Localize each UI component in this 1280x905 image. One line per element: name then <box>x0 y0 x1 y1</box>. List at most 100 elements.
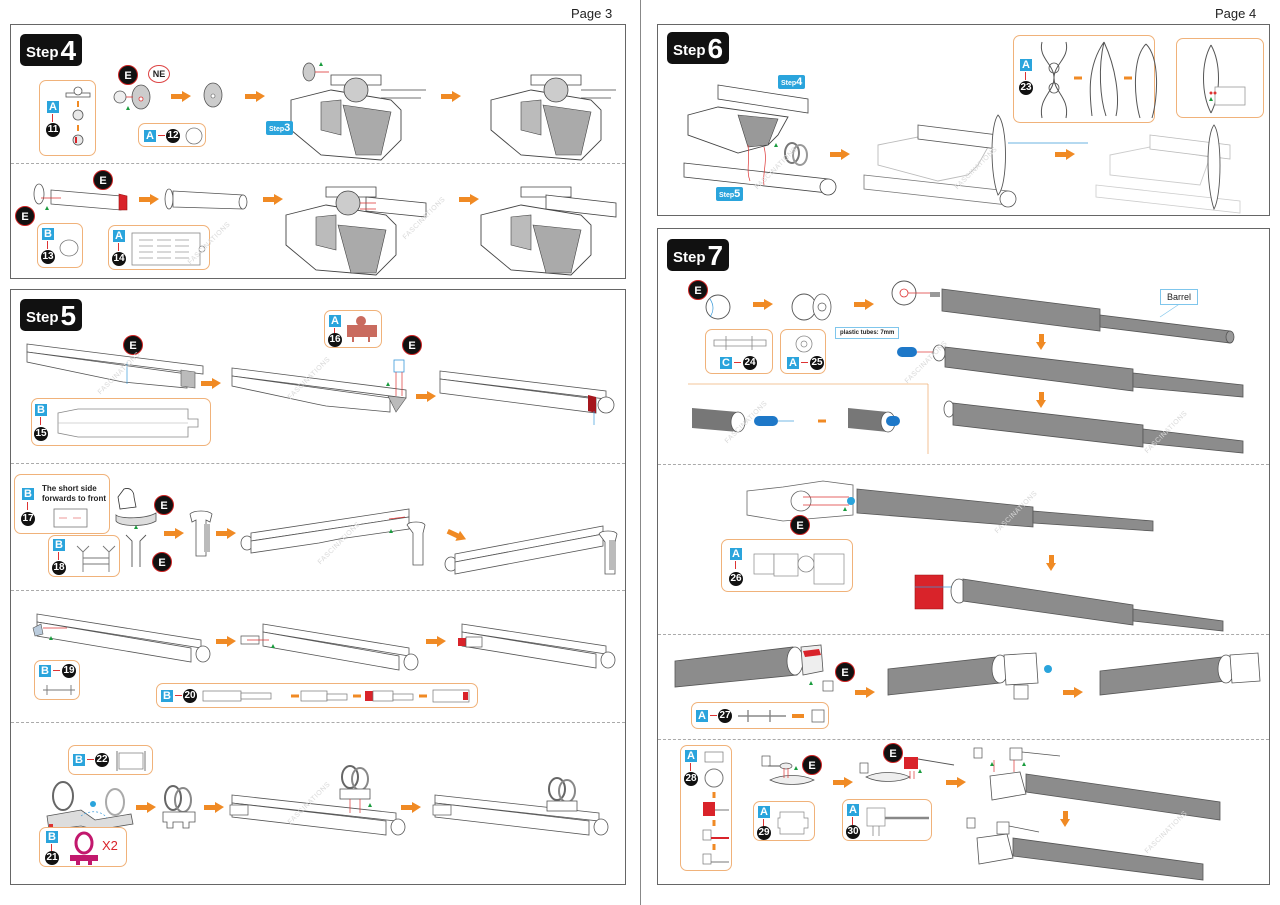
part-callout: A 26 <box>721 539 853 592</box>
connector <box>53 670 60 671</box>
part-number: 26 <box>729 572 743 586</box>
part-24-illustration <box>713 336 767 350</box>
part-23-sequence-illustration <box>1040 41 1158 119</box>
step-word: Step <box>26 44 59 61</box>
part-number: 16 <box>328 333 342 347</box>
sheet-badge: A <box>787 357 799 369</box>
step-word: Step <box>719 192 735 199</box>
part-number: 20 <box>183 689 197 703</box>
receiver-body-step-illustration <box>231 359 407 413</box>
connector <box>690 763 691 771</box>
mount-base-step-illustration <box>761 755 815 785</box>
barrel-result-illustration <box>943 400 1244 454</box>
connector <box>763 819 764 827</box>
barrel-illustration <box>891 280 1235 344</box>
adhesive-e-badge: E <box>835 662 855 682</box>
step7-badge: Step 7 <box>667 239 730 271</box>
next-arrow <box>426 636 446 647</box>
connector <box>735 561 736 569</box>
sheet-badge: A <box>847 804 859 816</box>
next-arrow <box>854 299 874 310</box>
step-reference-tag: Step5 <box>716 187 744 201</box>
down-arrow <box>1060 811 1070 827</box>
barrel-sleeve-result-illustration <box>164 188 248 210</box>
sheet-badge: B <box>42 228 54 240</box>
part-number: 24 <box>743 356 757 370</box>
connector <box>52 114 53 122</box>
part-number: 14 <box>112 252 126 266</box>
barrel-sleeve-illustration <box>33 183 128 211</box>
part-callout: A 12 <box>138 123 206 147</box>
no-adhesive-ne-badge: NE <box>148 65 170 83</box>
part-number: 23 <box>1019 81 1033 95</box>
part-27-illustration <box>738 709 825 723</box>
sheet-badge: B <box>35 404 47 416</box>
step-number: 4 <box>796 76 803 88</box>
next-arrow <box>753 299 773 310</box>
next-arrow <box>204 802 224 813</box>
connector <box>51 844 52 852</box>
part-callout: B 15 <box>31 398 211 446</box>
next-arrow <box>833 777 853 788</box>
adhesive-e-badge: E <box>154 495 174 515</box>
connector <box>1025 72 1026 80</box>
part-13-illustration <box>59 239 79 257</box>
part-number: 17 <box>21 512 35 526</box>
step-word: Step <box>781 80 797 87</box>
plastic-tube-label: plastic tubes: 7mm <box>835 327 900 339</box>
receiver-with-sight-step-illustration <box>229 765 406 836</box>
step7-panel: Step 7 E Barrel C 24 A <box>657 228 1270 885</box>
next-arrow <box>136 802 156 813</box>
next-arrow <box>216 636 236 647</box>
next-arrow <box>245 91 265 102</box>
barrel-label: Barrel <box>1160 289 1199 305</box>
part-callout: C 24 <box>705 329 773 374</box>
receiver-with-bracket-result-illustration <box>444 525 618 575</box>
next-arrow <box>1063 687 1083 698</box>
part-number: 22 <box>95 753 109 767</box>
section-divider <box>11 163 625 164</box>
sheet-badge: A <box>685 750 697 762</box>
tube-insert-detail-illustration <box>688 383 929 454</box>
gun-assembly-result-illustration <box>1095 124 1241 214</box>
part-30-illustration <box>866 807 929 836</box>
next-arrow <box>164 528 184 539</box>
receiver-with-sight-result-illustration <box>432 777 609 836</box>
sheet-badge: C <box>720 357 732 369</box>
breech-assembly-illustration <box>290 62 426 161</box>
receiver-trigger-illustration <box>32 613 211 663</box>
part-callout: B 18 <box>48 535 120 577</box>
connector <box>710 715 717 716</box>
part-18-illustration <box>76 545 116 572</box>
receiver-body-capped-illustration <box>439 370 615 425</box>
barrel-jacket-illustration <box>746 480 1154 532</box>
part-number: 21 <box>45 851 59 865</box>
step4-badge: Step 4 <box>20 34 83 66</box>
connector <box>158 135 165 136</box>
page-number-right: Page 4 <box>1215 6 1257 21</box>
orientation-note: The short side forwards to front <box>42 484 106 503</box>
part-number: 27 <box>718 709 732 723</box>
receiver-with-bracket-illustration <box>240 508 426 566</box>
next-arrow <box>830 149 850 160</box>
connector <box>87 759 94 760</box>
sheet-badge: A <box>758 806 770 818</box>
part-29-illustration <box>777 811 809 835</box>
part-14-illustration <box>131 232 206 266</box>
gear-illustration <box>203 82 223 108</box>
part-22-illustration <box>116 751 146 771</box>
step-number: 7 <box>707 240 724 271</box>
next-arrow <box>263 194 283 205</box>
adhesive-e-badge: E <box>123 335 143 355</box>
part-callout: A 27 <box>691 702 829 729</box>
next-arrow <box>171 91 191 102</box>
part-callout: A 25 <box>780 329 826 374</box>
connector <box>27 502 28 510</box>
step-number: 3 <box>284 122 291 134</box>
step-number: 6 <box>707 33 724 64</box>
step5-panel: Step 5 E B 15 A 16 E <box>10 289 626 885</box>
mount-base-assembly-illustration <box>859 757 955 782</box>
connector <box>47 241 48 249</box>
step6-badge: Step 6 <box>667 32 730 64</box>
step-word: Step <box>269 126 285 133</box>
